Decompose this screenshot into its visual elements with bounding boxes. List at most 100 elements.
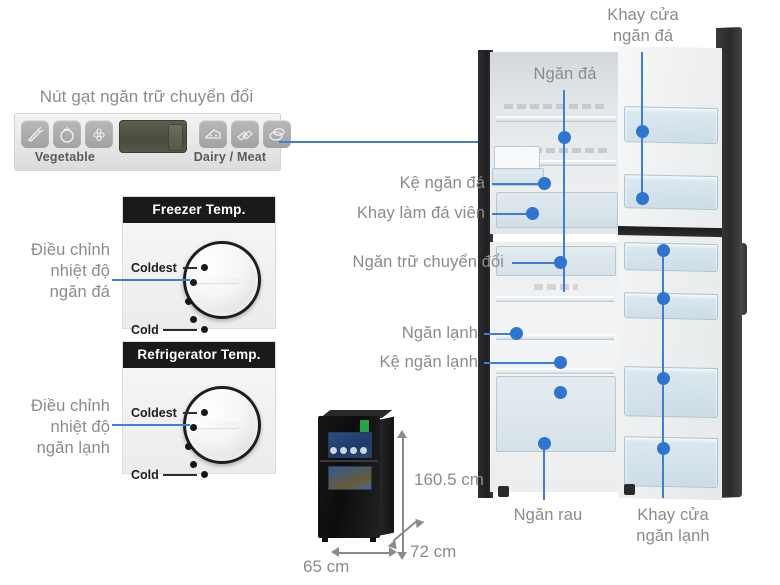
callout-ice-tray: Khay làm đá viên [356, 204, 485, 222]
refrigerator-coldest-label: Coldest [131, 406, 177, 420]
mini-foot-right [370, 537, 376, 542]
door-tray-fridge-3 [624, 366, 718, 419]
dimension-height-label: 160.5 cm [414, 470, 484, 489]
vegetable-icon-group [21, 120, 113, 148]
dot-fridge-door-tray-1 [657, 244, 670, 257]
connector-freezer-compartment [563, 90, 565, 292]
connector-ice-tray [492, 213, 532, 215]
freezer-coldest-label: Coldest [131, 261, 177, 275]
freezer-interior [490, 52, 622, 234]
mini-display-upper [328, 432, 372, 458]
cheese-icon [199, 120, 227, 148]
dot-ice-tray [526, 207, 539, 220]
callout-cool-shelf: Kệ ngăn lạnh [379, 353, 478, 371]
connector-cool-compartment [484, 333, 516, 335]
convertible-switch-panel[interactable]: Vegetable Dairy / Meat [14, 113, 291, 171]
connector-freezer-shelf [492, 183, 544, 185]
width-arrow-head-left [331, 547, 339, 557]
refrigerator-temp-body[interactable]: Coldest Cold [123, 368, 275, 482]
refrigerator-temp-callout: Điều chỉnh nhiệt độ ngăn lạnh [31, 397, 110, 457]
freezer-temp-callout: Điều chỉnh nhiệt độ ngăn đá [31, 241, 110, 301]
freezer-temp-panel[interactable]: Freezer Temp. Coldest Cold [122, 196, 276, 337]
connector-vegetable-compartment [543, 443, 545, 500]
cabinet-foot-left [498, 486, 509, 497]
slider-window[interactable] [119, 120, 187, 153]
freezer-tick-2[interactable] [190, 279, 197, 286]
door-tray-fridge-1 [624, 242, 718, 273]
callout-freezer-shelf: Kệ ngăn đá [399, 174, 485, 192]
mini-control-knobs [330, 447, 367, 454]
refrigerator-tick-1[interactable] [201, 409, 208, 416]
refrigerator-interior [490, 242, 622, 492]
refrigerator-cold-label: Cold [131, 468, 159, 482]
dimension-width-label: 65 cm [303, 557, 350, 576]
dot-vegetable-compartment [538, 437, 551, 450]
dot-freezer-shelf [538, 177, 551, 190]
refrigerator-tick-5[interactable] [201, 471, 208, 478]
mini-body [318, 416, 380, 538]
mini-door-split [320, 460, 378, 462]
connector-switch-panel [279, 141, 565, 143]
connector-convertible-compartment [512, 262, 560, 264]
freezer-tick-1[interactable] [201, 264, 208, 271]
callout-freezer-compartment: Ngăn đá [533, 65, 597, 83]
meat-roll-icon [263, 120, 291, 148]
connector-cool-shelf [484, 362, 562, 364]
switch-panel-title: Nút gạt ngăn trữ chuyển đổi [39, 87, 254, 106]
callout-fridge-door-tray: Khay cửa ngăn lạnh [636, 506, 710, 545]
callout-freezer-door-tray: Khay cửa ngăn đá [607, 6, 679, 45]
dot-fridge-door-tray-2 [657, 292, 670, 305]
dot-freezer-door-tray-1 [636, 125, 649, 138]
cabinet-handle [740, 243, 747, 315]
refrigerator-tick-4[interactable] [190, 461, 197, 468]
connector-freezer-temp [112, 279, 190, 281]
freezer-tick-5[interactable] [201, 326, 208, 333]
height-arrow-line [402, 436, 404, 554]
refrigerator-temp-header: Refrigerator Temp. [123, 342, 275, 368]
door-tray-fridge-2 [624, 292, 718, 321]
mini-display-lower [328, 466, 372, 490]
grapes-icon [85, 120, 113, 148]
dairy-meat-caption: Dairy / Meat [193, 150, 267, 164]
dot-freezer-compartment [558, 131, 571, 144]
dot-fridge-door-tray-3 [657, 372, 670, 385]
height-arrow-head-top [397, 430, 407, 438]
door-tray-fridge-4 [624, 436, 718, 489]
carrot-icon [21, 120, 49, 148]
depth-arrow-head-upper [411, 515, 425, 529]
freezer-tick-3[interactable] [185, 298, 192, 305]
freezer-tick-4[interactable] [190, 316, 197, 323]
refrigerator-dimension-illustration [318, 410, 396, 544]
freezer-cold-label: Cold [131, 323, 159, 337]
callout-cool-compartment: Ngăn lạnh [401, 324, 478, 342]
dot-cool-shelf-1 [554, 356, 567, 369]
slider-knob[interactable] [168, 124, 183, 151]
mini-side [378, 416, 394, 536]
vegetable-caption: Vegetable [34, 150, 96, 164]
height-arrow-head-bottom [397, 552, 407, 560]
tomato-icon [53, 120, 81, 148]
energy-label-badge [360, 420, 369, 432]
dimension-depth-label: 72 cm [410, 542, 457, 561]
callout-vegetable-compartment: Ngăn rau [513, 506, 583, 524]
refrigerator-tick-2[interactable] [190, 424, 197, 431]
width-arrow-line [338, 552, 392, 554]
refrigerator-temp-panel[interactable]: Refrigerator Temp. Coldest Cold [122, 341, 276, 482]
freezer-temp-header: Freezer Temp. [123, 197, 275, 223]
mini-foot-left [322, 537, 328, 542]
refrigerator-door [618, 46, 722, 501]
dot-cool-compartment [510, 327, 523, 340]
meat-slices-icon [231, 120, 259, 148]
callout-convertible-compartment: Ngăn trữ chuyển đổi [352, 253, 504, 271]
dot-convertible-compartment [554, 256, 567, 269]
door-foot [624, 484, 635, 495]
width-arrow-head-right [389, 547, 397, 557]
dot-cool-shelf-2 [554, 386, 567, 399]
connector-refrigerator-temp [112, 424, 190, 426]
refrigerator-tick-3[interactable] [185, 443, 192, 450]
refrigerator-illustration [478, 27, 760, 506]
dot-freezer-door-tray-2 [636, 192, 649, 205]
dot-fridge-door-tray-4 [657, 442, 670, 455]
freezer-temp-body[interactable]: Coldest Cold [123, 223, 275, 337]
cabinet-left-edge [478, 50, 493, 498]
